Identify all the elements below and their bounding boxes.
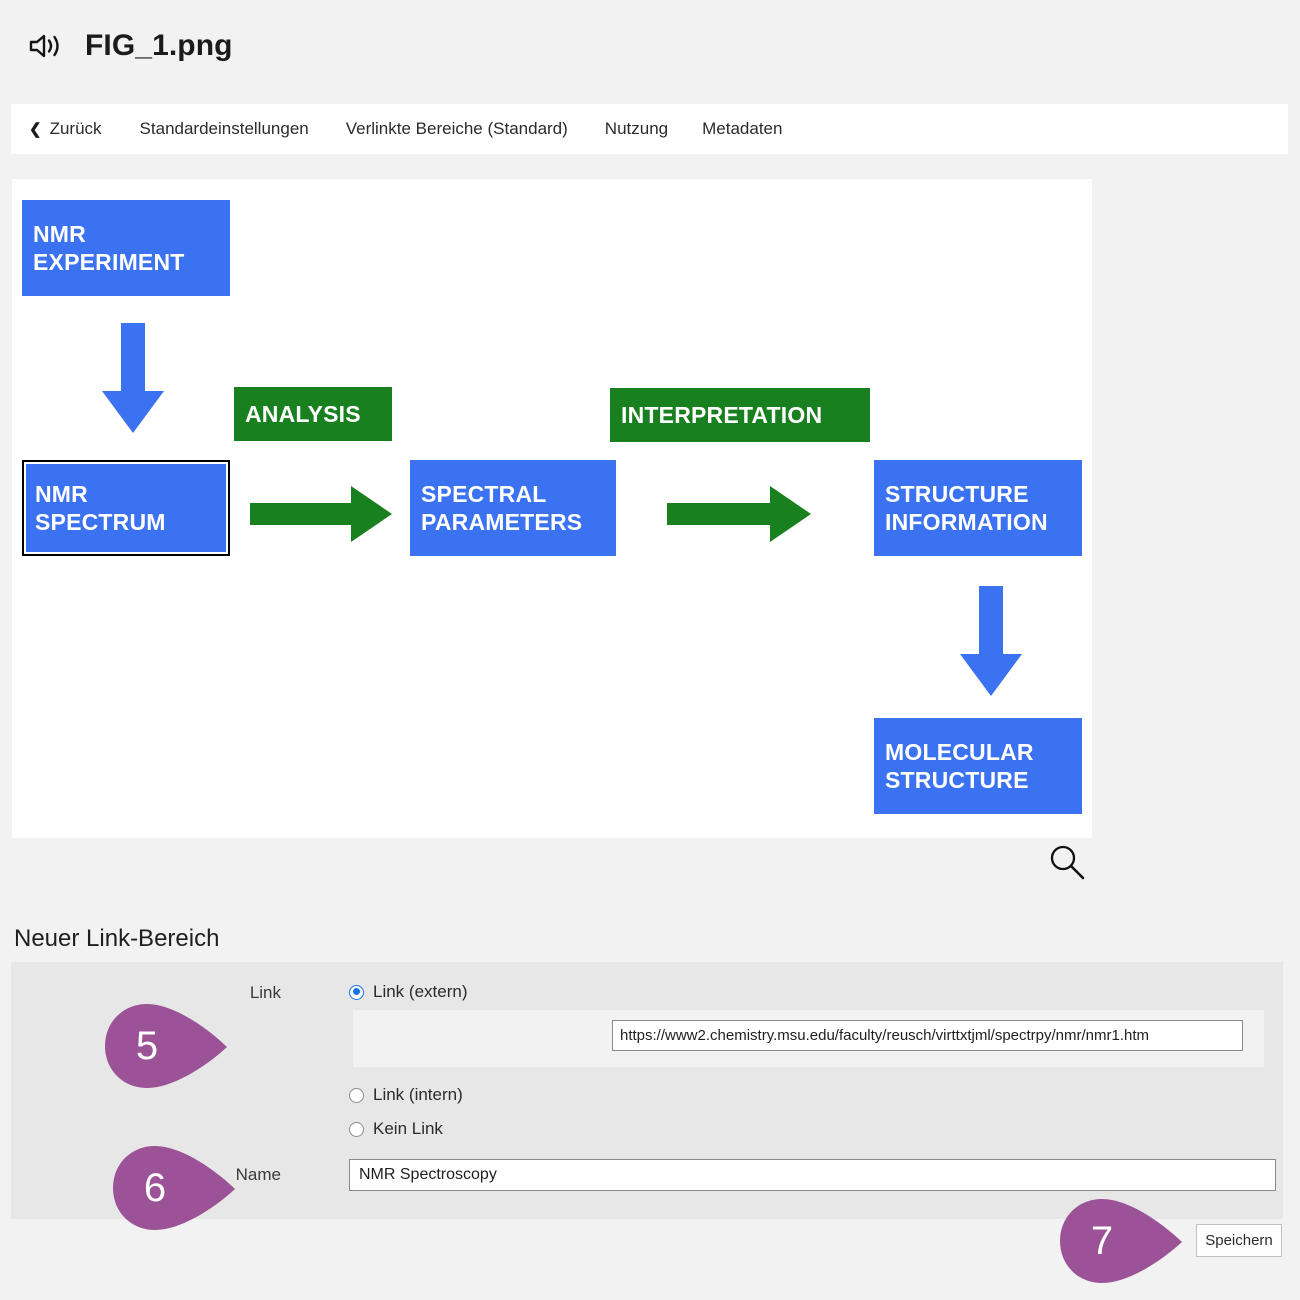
- radio-indicator: [349, 984, 364, 1000]
- arrow-down-icon: [954, 586, 1028, 698]
- name-field-label: Name: [235, 1165, 281, 1184]
- callout-marker-5: 5: [101, 1003, 231, 1089]
- page-title: FIG_1.png: [85, 29, 233, 62]
- link-url-input[interactable]: [612, 1020, 1243, 1051]
- arrow-right-icon: [667, 484, 813, 544]
- radio-indicator: [349, 1121, 364, 1137]
- nav-back-label: Zurück: [49, 119, 102, 138]
- diagram-node-nmr-experiment[interactable]: NMR EXPERIMENT: [22, 200, 230, 296]
- link-field-label: Link: [249, 983, 281, 1002]
- section-title: Neuer Link-Bereich: [14, 925, 220, 952]
- radio-kein-link[interactable]: Kein Link: [349, 1119, 443, 1139]
- navigation-bar: ❮ Zurück Standardeinstellungen Verlinkte…: [11, 104, 1288, 154]
- node-line-1: ANALYSIS: [245, 401, 361, 427]
- new-link-area-form: Link Link (extern) Link (intern) Kein Li…: [11, 962, 1283, 1219]
- page-header: FIG_1.png: [0, 0, 1300, 92]
- callout-number: 7: [1090, 1218, 1114, 1263]
- chevron-left-icon: ❮: [29, 120, 42, 138]
- tab-metadaten[interactable]: Metadaten: [702, 119, 783, 138]
- node-line-1: MOLECULAR: [885, 739, 1034, 765]
- tab-nutzung[interactable]: Nutzung: [604, 119, 669, 138]
- magnifier-icon[interactable]: [1047, 843, 1089, 885]
- callout-marker-6: 6: [109, 1145, 239, 1231]
- callout-marker-7: 7: [1056, 1198, 1186, 1284]
- node-line-2: PARAMETERS: [421, 509, 583, 535]
- arrow-down-icon: [96, 323, 170, 435]
- save-button[interactable]: Speichern: [1196, 1224, 1282, 1257]
- radio-label: Link (extern): [373, 982, 468, 1001]
- diagram-node-analysis[interactable]: ANALYSIS: [234, 387, 392, 441]
- arrow-right-icon: [250, 484, 394, 544]
- nmr-workflow-diagram: NMR EXPERIMENT NMR SPECTRUM ANALYSIS SPE…: [12, 179, 1092, 838]
- node-line-1: INTERPRETATION: [621, 402, 823, 428]
- node-line-2: INFORMATION: [885, 509, 1048, 535]
- image-preview-panel: NMR EXPERIMENT NMR SPECTRUM ANALYSIS SPE…: [12, 179, 1092, 838]
- nav-back-button[interactable]: ❮ Zurück: [29, 119, 102, 139]
- radio-link-extern[interactable]: Link (extern): [349, 982, 467, 1002]
- radio-indicator: [349, 1087, 364, 1103]
- radio-label: Kein Link: [373, 1119, 443, 1138]
- callout-number: 5: [135, 1023, 159, 1068]
- node-line-1: NMR: [35, 481, 88, 507]
- url-subpanel: [353, 1010, 1264, 1067]
- callout-number: 6: [143, 1165, 167, 1210]
- speaker-icon: [28, 31, 64, 61]
- tab-verlinkte-bereiche[interactable]: Verlinkte Bereiche (Standard): [345, 119, 568, 138]
- node-line-1: STRUCTURE: [885, 481, 1029, 507]
- radio-link-intern[interactable]: Link (intern): [349, 1085, 463, 1105]
- diagram-node-nmr-spectrum[interactable]: NMR SPECTRUM: [22, 460, 230, 556]
- radio-label: Link (intern): [373, 1085, 463, 1104]
- node-line-2: EXPERIMENT: [33, 249, 185, 275]
- node-line-2: STRUCTURE: [885, 767, 1029, 793]
- node-line-2: SPECTRUM: [35, 509, 166, 535]
- diagram-node-interpretation[interactable]: INTERPRETATION: [610, 388, 870, 442]
- name-input[interactable]: [349, 1159, 1276, 1191]
- node-line-1: NMR: [33, 221, 86, 247]
- node-line-1: SPECTRAL: [421, 481, 547, 507]
- diagram-node-structure-information[interactable]: STRUCTURE INFORMATION: [874, 460, 1082, 556]
- tab-standardeinstellungen[interactable]: Standardeinstellungen: [139, 119, 309, 138]
- diagram-node-spectral-parameters[interactable]: SPECTRAL PARAMETERS: [410, 460, 616, 556]
- diagram-node-molecular-structure[interactable]: MOLECULAR STRUCTURE: [874, 718, 1082, 814]
